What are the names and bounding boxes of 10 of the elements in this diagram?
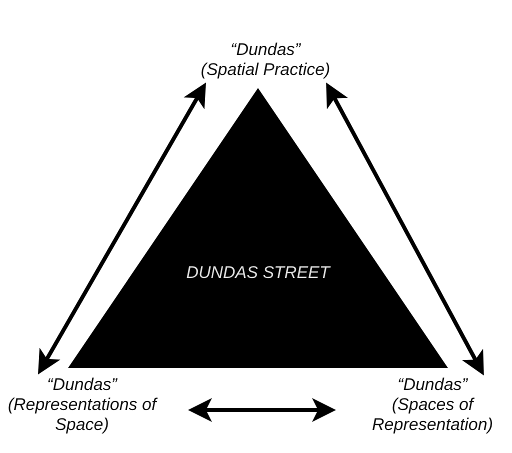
double-arrow bbox=[38, 82, 206, 374]
node-label: (Spatial Practice) bbox=[200, 60, 332, 80]
double-arrow bbox=[188, 398, 336, 422]
node-label: (Spaces of Representation) bbox=[371, 395, 494, 435]
node-heading: “Dundas” bbox=[230, 40, 302, 60]
node-heading: “Dundas” bbox=[46, 375, 118, 395]
node-heading: “Dundas” bbox=[396, 375, 469, 395]
street-label: DUNDAS STREET bbox=[185, 263, 332, 283]
double-arrow bbox=[326, 82, 484, 376]
node-label: (Representations of Space) bbox=[6, 395, 159, 435]
